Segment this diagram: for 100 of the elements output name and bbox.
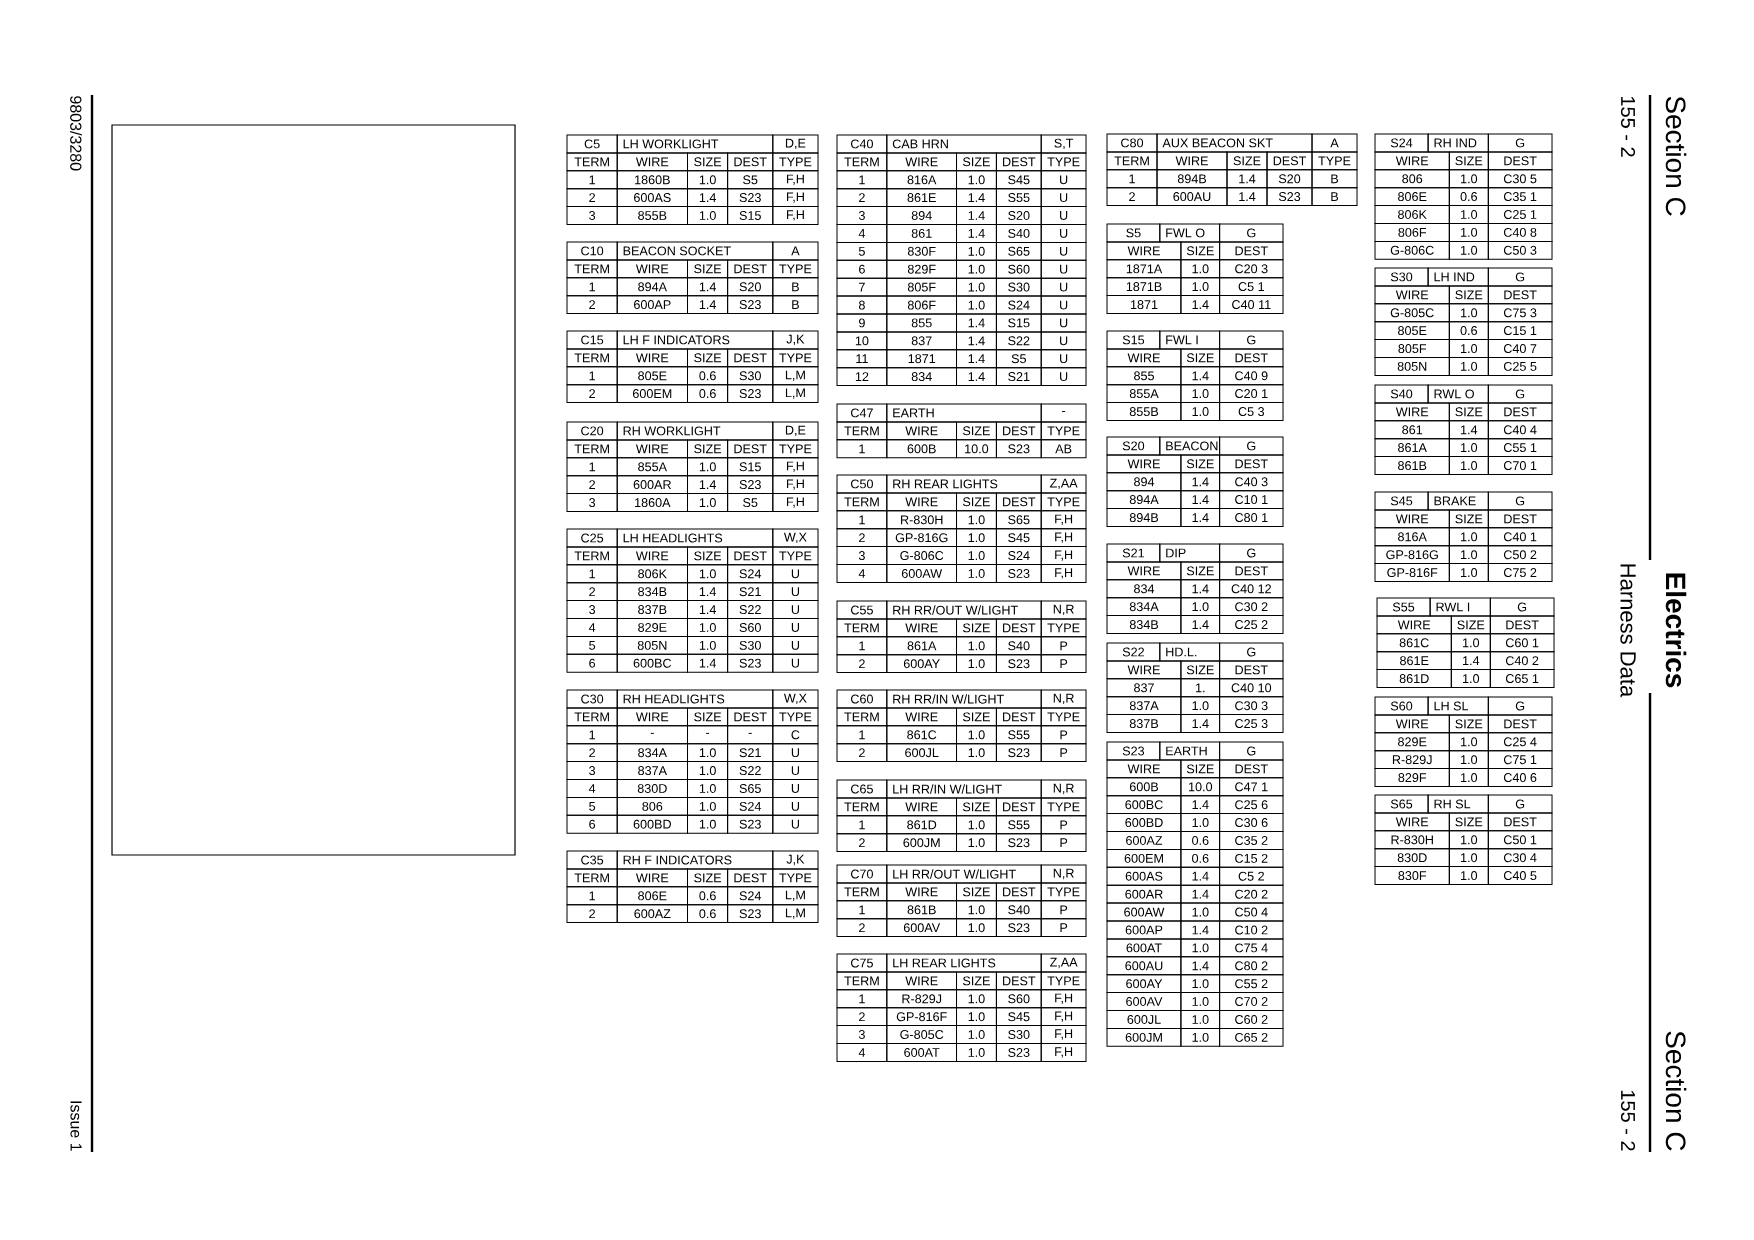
table-cell: U xyxy=(1040,367,1087,387)
table-cell: S55 xyxy=(995,815,1042,835)
table-cell: 1871B xyxy=(1106,277,1182,297)
table-cell: TYPE xyxy=(1040,421,1087,441)
table-cell: BEACON xyxy=(1159,436,1221,456)
table-cell: S20 xyxy=(995,206,1042,225)
table-cell: S40 xyxy=(995,636,1042,656)
table-cell: 1 xyxy=(566,366,618,386)
table-cell: N,R xyxy=(1040,864,1087,884)
table-cell: SIZE xyxy=(1180,561,1221,581)
table-cell: S21 xyxy=(727,582,774,602)
table-cell: C30 6 xyxy=(1219,813,1284,832)
table-cell: 1.4 xyxy=(1180,920,1221,940)
table-cell: DEST xyxy=(995,971,1042,991)
table-cell: C xyxy=(772,725,819,745)
table-cell: 1.4 xyxy=(956,349,997,369)
table-cell: U xyxy=(1040,259,1087,279)
table-cell: N,R xyxy=(1040,689,1087,709)
table-cell: C25 xyxy=(566,528,618,548)
table-cell: 1.0 xyxy=(1180,938,1221,958)
table-cell: TYPE xyxy=(1040,707,1087,727)
table-cell: 2 xyxy=(836,654,888,674)
table-cell: TYPE xyxy=(1040,882,1087,902)
table-cell: 1.4 xyxy=(1180,295,1221,314)
table-cell: GP-816F xyxy=(886,1007,957,1027)
table-cell: 2 xyxy=(566,188,618,208)
table-cell: U xyxy=(772,582,819,602)
table-cell: 600AW xyxy=(886,564,957,583)
table-cell: SIZE xyxy=(956,707,997,727)
table-cell: C60 1 xyxy=(1489,633,1555,653)
table-cell: S55 xyxy=(1376,597,1431,617)
table-cell: 1.0 xyxy=(956,546,997,565)
table-cell: 1.4 xyxy=(956,224,997,243)
table-cell: 3 xyxy=(566,493,618,512)
table-cell: 837A xyxy=(1106,696,1182,716)
table-cell: GP-816F xyxy=(1374,563,1450,582)
table-cell: 861 xyxy=(886,224,957,243)
table-cell: 5 xyxy=(566,796,618,816)
table-cell: SIZE xyxy=(956,152,997,172)
table-cell: 1.0 xyxy=(956,900,997,920)
table-cell: C80 1 xyxy=(1219,508,1284,527)
table-cell: GP-816G xyxy=(1374,545,1450,565)
table-cell: U xyxy=(1040,313,1087,333)
table-cell: B xyxy=(772,277,819,297)
table-cell: DEST xyxy=(1266,151,1313,171)
table-cell: DEST xyxy=(1487,509,1553,529)
table-cell: G xyxy=(1487,491,1553,511)
table-cell: RWL I xyxy=(1429,597,1491,617)
table-cell: C70 1 xyxy=(1487,456,1553,475)
table-cell: C30 xyxy=(566,689,618,709)
table-cell: 3 xyxy=(836,1025,888,1044)
table-cell: U xyxy=(1040,241,1087,261)
table-cell: S45 xyxy=(995,170,1042,190)
table-cell: C55 1 xyxy=(1487,438,1553,458)
table-cell: RH HEADLIGHTS xyxy=(616,689,774,709)
table-cell: 1.4 xyxy=(1450,651,1491,671)
table-cell: SIZE xyxy=(687,259,729,279)
table-cell: Z,AA xyxy=(1040,474,1087,494)
table-cell: LH WORKLIGHT xyxy=(616,134,774,154)
table-cell: GP-816G xyxy=(886,528,957,548)
table-cell: S24 xyxy=(995,546,1042,565)
table-cell: 4 xyxy=(836,564,888,583)
table-cell: C40 12 xyxy=(1219,579,1284,599)
table-cell: U xyxy=(772,564,819,584)
table-cell: - xyxy=(727,725,774,745)
table-cell: DEST xyxy=(995,152,1042,172)
table-cell: 1.4 xyxy=(687,653,729,673)
table-cell: DEST xyxy=(727,259,774,279)
table-cell: C30 3 xyxy=(1219,696,1284,716)
table-cell: TYPE xyxy=(772,259,819,279)
table-cell: U xyxy=(1040,206,1087,225)
table-cell: Z,AA xyxy=(1040,953,1087,973)
table-cell: 600AP xyxy=(1106,920,1182,940)
table-cell: 10.0 xyxy=(1180,777,1221,797)
table-cell: P xyxy=(1040,725,1087,745)
table-cell: 1.4 xyxy=(687,295,729,315)
table-cell: B xyxy=(1311,187,1358,207)
table-cell: 1.0 xyxy=(956,918,997,938)
table-cell: S15 xyxy=(727,206,774,225)
table-cell: C20 3 xyxy=(1219,259,1284,279)
table-cell: U xyxy=(772,618,819,637)
table-cell: 1.0 xyxy=(1180,813,1221,832)
table-cell: 1 xyxy=(566,170,618,190)
table-cell: WIRE xyxy=(886,797,957,817)
table-cell: LH IND xyxy=(1427,267,1489,287)
table-cell: WIRE xyxy=(1374,151,1450,171)
table-cell: F,H xyxy=(1040,1043,1087,1062)
table-cell: 7 xyxy=(836,277,888,297)
table-cell: S30 xyxy=(1374,267,1429,287)
table-cell: L,M xyxy=(772,366,819,386)
table-cell: G xyxy=(1487,696,1553,716)
table-cell: 8 xyxy=(836,295,888,315)
table-cell: 1.0 xyxy=(687,814,729,834)
table-cell: 1.0 xyxy=(956,725,997,745)
table-cell: 861D xyxy=(1376,669,1452,688)
table-cell: 829F xyxy=(886,259,957,279)
table-cell: G-806C xyxy=(1374,240,1450,260)
table-cell: L,M xyxy=(772,384,819,404)
table-cell: 600BD xyxy=(616,814,688,834)
table-cell: U xyxy=(772,796,819,816)
